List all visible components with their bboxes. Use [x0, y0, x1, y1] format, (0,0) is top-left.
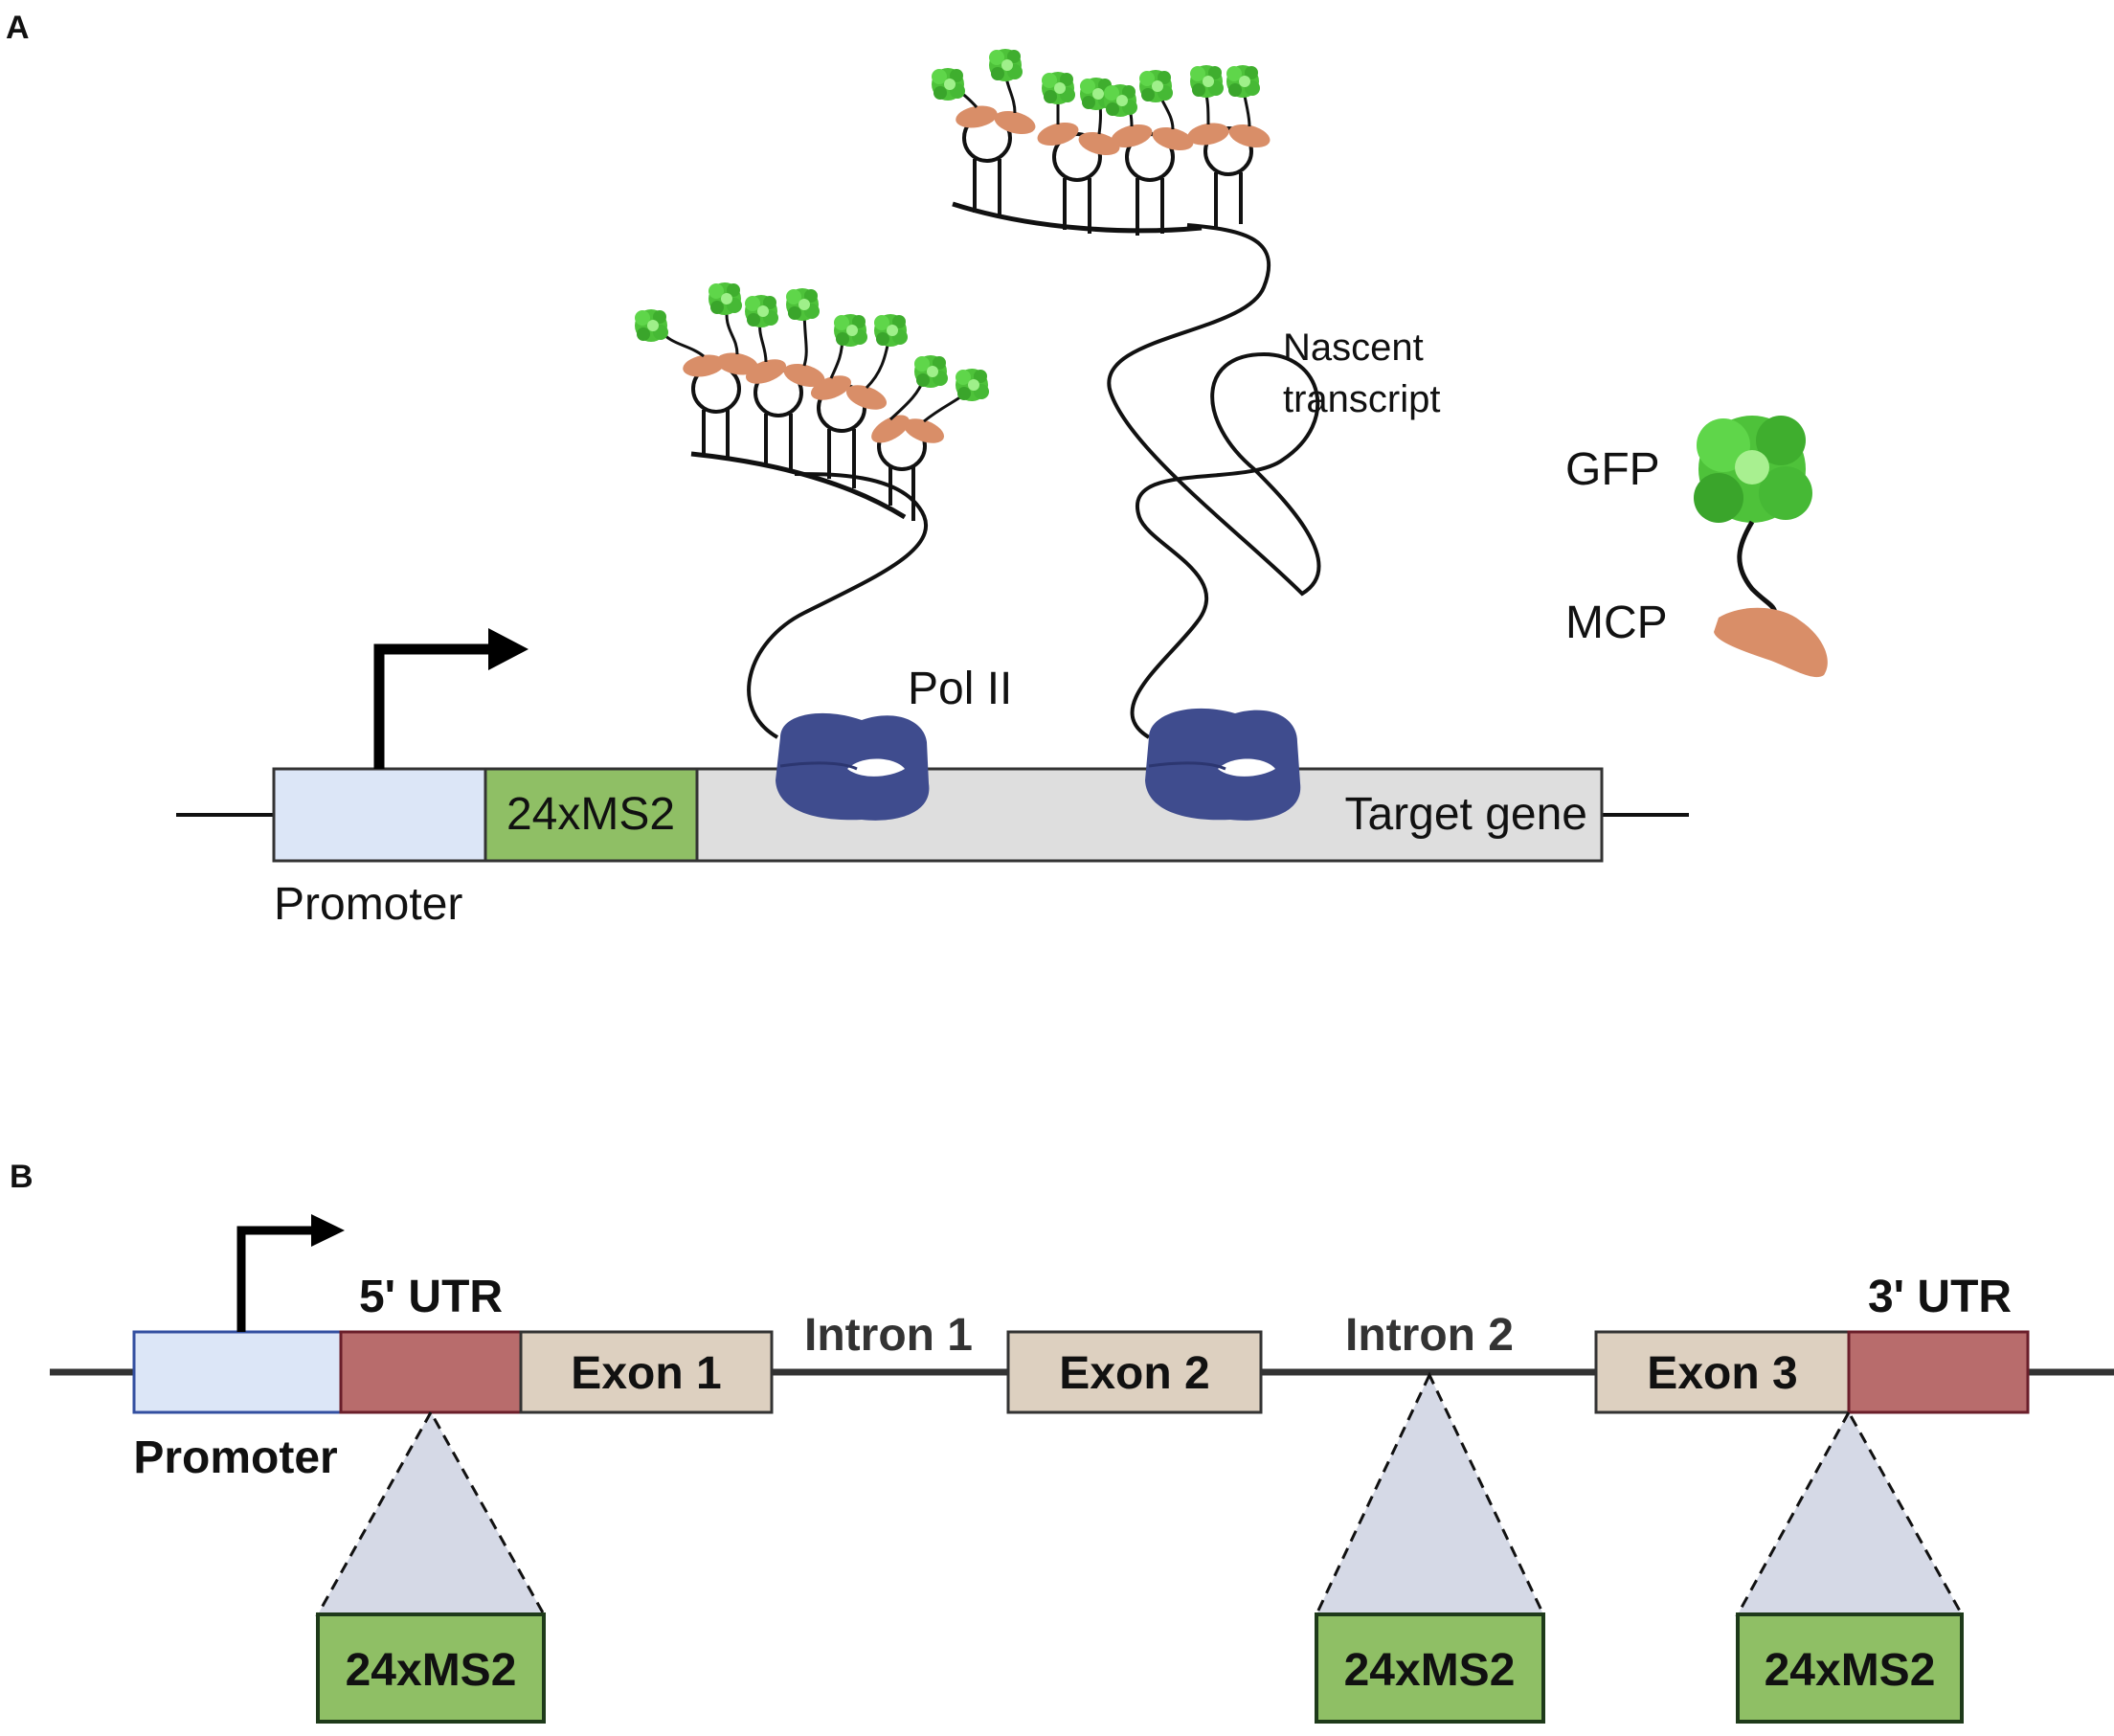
utr3-box — [1847, 1330, 2030, 1414]
ms2-insert-box-1 — [316, 1612, 546, 1724]
panel-a-label: A — [6, 10, 30, 46]
ms2-insert-box-2 — [1315, 1612, 1545, 1724]
ms2-insert-label-2: 24xMS2 — [1344, 1645, 1516, 1696]
utr5-box — [339, 1330, 523, 1414]
exon1-box — [519, 1330, 774, 1414]
nascent-label-line1: Nascent — [1283, 327, 1424, 369]
utr5-label: 5' UTR — [359, 1272, 503, 1322]
mcp-gfp-cluster-arm-2 — [932, 49, 1273, 160]
tss-arrow-icon-b — [236, 1214, 345, 1332]
nascent-label-line2: transcript — [1283, 378, 1441, 420]
exon2-label: Exon 2 — [1059, 1348, 1209, 1399]
pol-ii-label: Pol II — [908, 664, 1012, 714]
ms2-insert-label-1: 24xMS2 — [346, 1645, 517, 1696]
intron1-label: Intron 1 — [804, 1310, 973, 1361]
target-gene-label: Target gene — [1344, 789, 1587, 840]
insert-triangle-3utr — [1735, 1409, 1965, 1616]
promoter-label-a: Promoter — [274, 879, 462, 930]
tss-arrow-icon-a — [373, 628, 528, 769]
rna-arm-1 — [690, 451, 907, 520]
mcp-gfp-cluster-arm-1 — [635, 282, 989, 449]
utr3-label: 3' UTR — [1868, 1272, 2012, 1322]
ms2-insert-label-3: 24xMS2 — [1765, 1645, 1936, 1696]
intron2-label: Intron 2 — [1345, 1310, 1514, 1361]
pol-ii-2 — [1145, 708, 1301, 821]
pol-ii-1 — [776, 712, 930, 821]
nascent-rna-2 — [1107, 223, 1321, 739]
exon3-box — [1594, 1330, 1851, 1414]
exon1-label: Exon 1 — [571, 1348, 721, 1399]
gfp-legend-label: GFP — [1565, 444, 1660, 495]
gfp-legend-icon — [1694, 416, 1812, 523]
nascent-rna-1 — [747, 472, 928, 739]
exon2-box — [1006, 1330, 1263, 1414]
mcp-legend-label: MCP — [1565, 597, 1668, 648]
insert-triangle-5utr — [315, 1409, 547, 1616]
ms2-hairpins-arm-1 — [691, 364, 927, 521]
gfp-mcp-linker — [1737, 520, 1779, 623]
ms2-label-a: 24xMS2 — [506, 789, 675, 840]
insert-triangle-intron2 — [1314, 1371, 1546, 1616]
promoter-box-b — [132, 1330, 343, 1414]
panel-b-label: B — [10, 1159, 34, 1195]
exon3-label: Exon 3 — [1647, 1348, 1797, 1399]
promoter-label-b: Promoter — [133, 1432, 337, 1483]
mcp-legend-icon — [1714, 607, 1828, 678]
rna-arm-2 — [952, 201, 1203, 234]
promoter-box-a — [272, 767, 487, 863]
ms2-insert-box-3 — [1736, 1612, 1964, 1724]
